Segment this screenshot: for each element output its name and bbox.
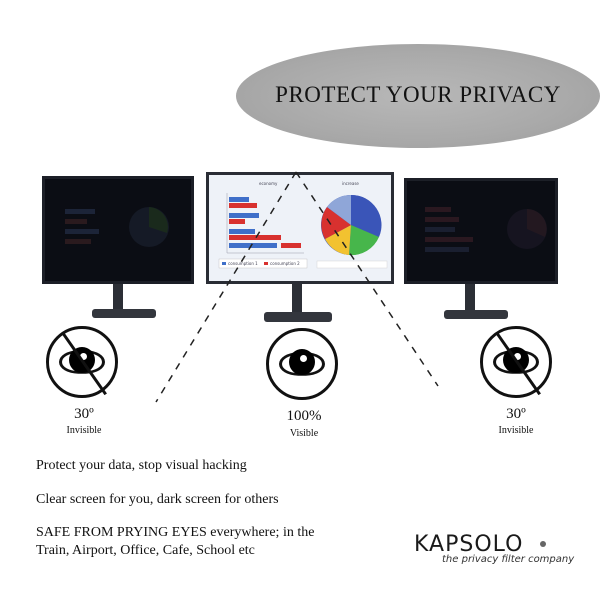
left-monitor-base: [92, 309, 156, 318]
legend-1: consumption 1: [228, 261, 258, 266]
title-banner: [236, 44, 600, 148]
legend-2: consumption 2: [270, 261, 300, 266]
brand-dot: [540, 541, 546, 547]
left-monitor-stand: [113, 284, 123, 312]
bar-red-1: [229, 203, 257, 208]
center-monitor-base: [264, 312, 332, 322]
banner-title: PROTECT YOUR PRIVACY: [275, 82, 561, 107]
right-angle-line: [295, 171, 439, 387]
brand-logo: KAPSOLO: [414, 532, 524, 557]
bar-blue-3: [229, 229, 255, 234]
bar-red-2: [229, 219, 245, 224]
crossed-eye-icon: [480, 326, 552, 398]
right-angle-value: 30º: [506, 406, 526, 422]
chart2-title: increase: [342, 181, 359, 186]
bar-red-4: [281, 243, 301, 248]
bar-blue-2: [229, 213, 259, 218]
center-visible-chart: economy increase consumption 1 consumpti…: [218, 181, 388, 269]
right-monitor-stand: [465, 284, 475, 312]
right-dark-chart: [425, 207, 547, 252]
feature-line-4: Train, Airport, Office, Cafe, School etc: [36, 543, 255, 558]
center-angle-value: 100%: [286, 408, 322, 424]
feature-line-3: SAFE FROM PRYING EYES everywhere; in the: [36, 525, 315, 540]
bar-blue-1: [229, 197, 249, 202]
chart1-title: economy: [259, 181, 278, 186]
right-monitor-base: [444, 310, 508, 319]
left-angle-value: 30º: [74, 406, 94, 422]
feature-line-1: Protect your data, stop visual hacking: [36, 458, 247, 473]
left-angle-line: [155, 171, 297, 403]
center-angle-status: Visible: [289, 428, 319, 439]
left-angle-status: Invisible: [66, 425, 102, 436]
crossed-eye-icon: [46, 326, 118, 398]
bar-blue-4: [229, 243, 277, 248]
bar-red-3: [229, 235, 281, 240]
eye-icon: [266, 328, 338, 400]
pie-chart: [321, 194, 382, 256]
right-monitor-screen: [404, 178, 558, 284]
center-monitor-screen: economy increase consumption 1 consumpti…: [206, 172, 394, 284]
left-monitor-screen: [42, 176, 194, 284]
feature-line-2: Clear screen for you, dark screen for ot…: [36, 492, 279, 507]
brand-tagline: the privacy filter company: [442, 554, 575, 565]
left-dark-chart: [65, 207, 169, 247]
center-monitor-stand: [292, 284, 302, 314]
right-angle-status: Invisible: [498, 425, 534, 436]
